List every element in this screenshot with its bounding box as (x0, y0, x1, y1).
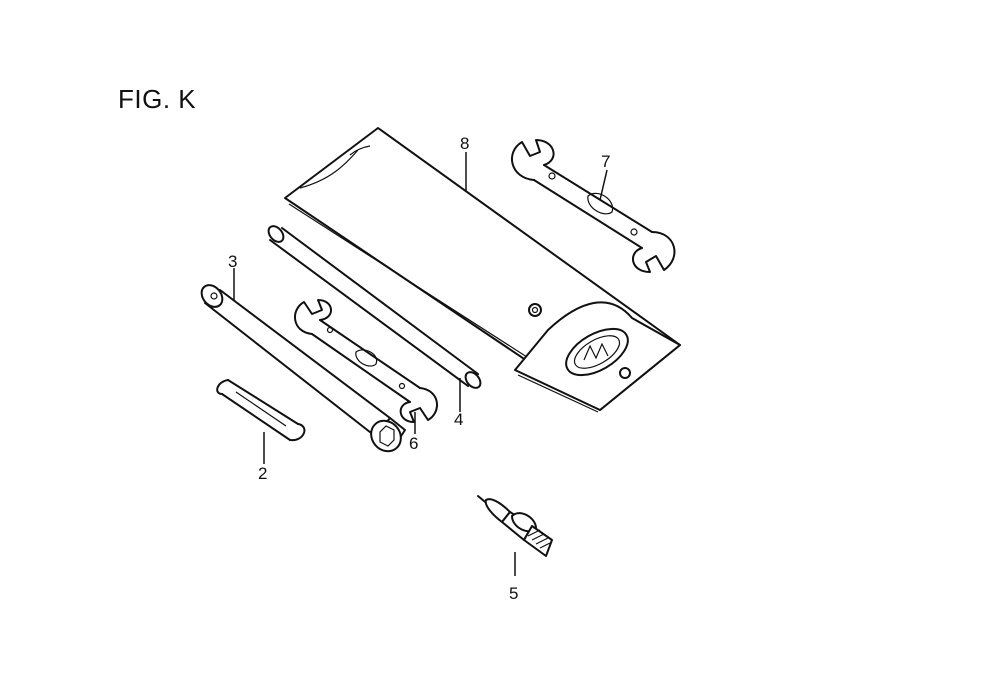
open-end-wrench-icon (511, 139, 676, 273)
callout-wrench-small: 6 (409, 434, 419, 453)
tool-bag-icon (284, 127, 681, 413)
callout-wrench-large: 7 (601, 152, 611, 171)
figure-title: FIG. K (118, 84, 197, 114)
tommy-bar-icon (267, 225, 482, 389)
callout-tool-bag: 8 (460, 134, 470, 153)
callout-plug-wrench: 3 (228, 252, 238, 271)
callout-screwdriver-grip: 2 (258, 464, 268, 483)
callout-tommy-bar: 4 (454, 410, 464, 429)
screwdriver-grip-icon (216, 379, 306, 442)
plug-wrench-icon (200, 284, 406, 453)
spark-plug-icon (477, 495, 553, 557)
open-end-wrench-icon (294, 299, 438, 423)
callout-spark-plug: 5 (509, 584, 519, 603)
